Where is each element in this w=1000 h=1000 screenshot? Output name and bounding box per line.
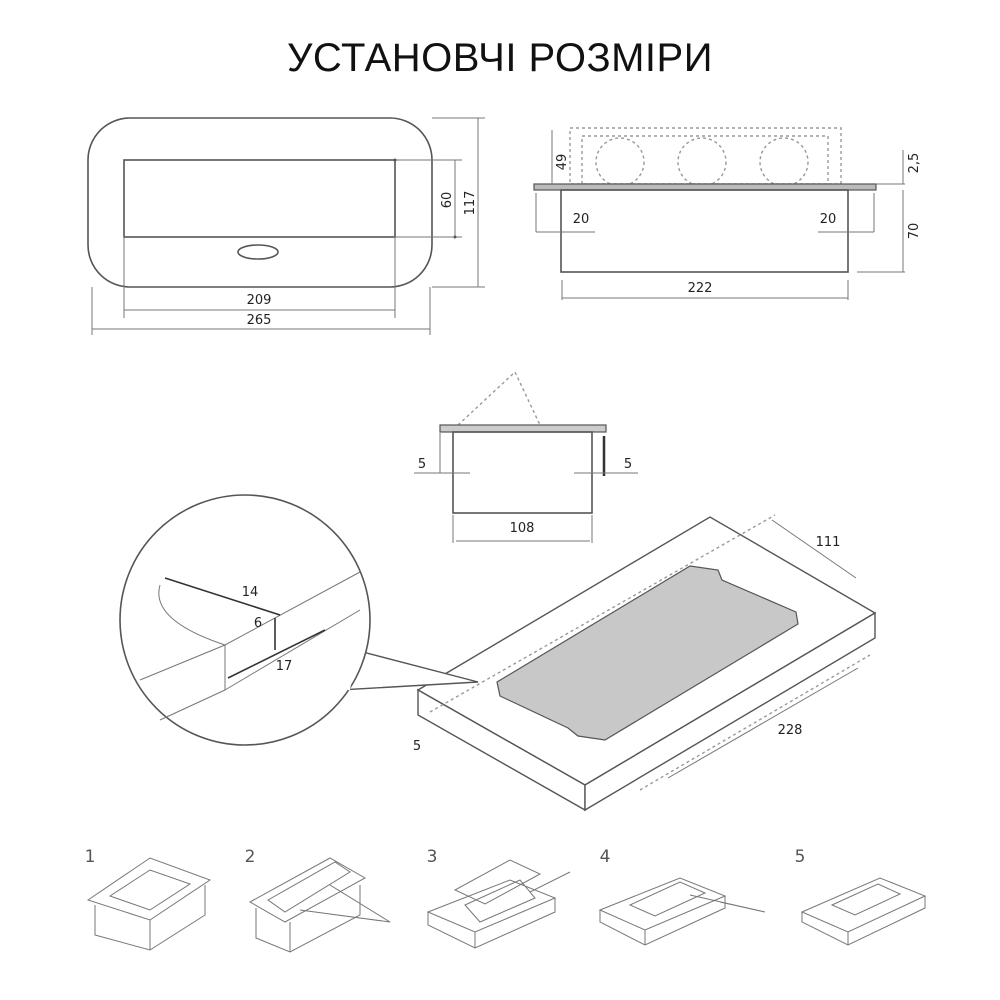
step-1-illustration [86, 857, 212, 951]
front-view: 60 117 209 265 [87, 117, 485, 335]
dim-edge-offset: 5 [413, 739, 421, 754]
dim-detail-length: 14 [242, 585, 259, 600]
step-3-illustration [426, 859, 571, 949]
step-5-illustration [800, 877, 927, 946]
lid-handle [237, 244, 279, 260]
section-view: 5 5 108 [414, 370, 638, 543]
dim-overhang-right: 20 [820, 212, 837, 227]
socket-outline [759, 137, 809, 187]
step-number: 2 [245, 847, 256, 867]
cover-outline [87, 117, 433, 288]
socket-outline [595, 137, 645, 187]
side-view: 49 2,5 70 20 20 222 [533, 127, 922, 300]
dim-plate-thickness: 2,5 [907, 153, 922, 174]
page-title: УСТАНОВЧІ РОЗМІРИ [287, 36, 713, 80]
dim-detail-thickness: 6 [254, 616, 262, 631]
dim-overhang-left: 20 [573, 212, 590, 227]
step-number: 1 [85, 847, 96, 867]
step-number: 4 [600, 847, 611, 867]
step-2-illustration [248, 857, 391, 953]
dim-total-height: 117 [463, 191, 478, 216]
dim-inner-height: 60 [440, 192, 455, 209]
dim-total-width: 265 [247, 313, 272, 328]
dim-gap-right: 5 [624, 457, 632, 472]
step-number: 5 [795, 847, 806, 867]
lid-window [123, 159, 396, 238]
cutout-view: 111 228 5 [413, 514, 877, 812]
step-number: 3 [427, 847, 438, 867]
box-body [560, 189, 849, 273]
cutout-area [496, 565, 799, 741]
socket-outline [677, 137, 727, 187]
dim-detail-depth: 17 [276, 659, 293, 674]
dim-cut-length: 228 [778, 723, 803, 738]
dim-cut-width: 111 [816, 535, 841, 550]
dim-box-width: 108 [510, 521, 535, 536]
detail-magnifier: 14 6 17 [119, 494, 479, 746]
dim-box-length: 222 [688, 281, 713, 296]
dim-gap-left: 5 [418, 457, 426, 472]
installation-steps: 1 2 3 4 5 [85, 847, 927, 953]
dim-socket-height: 49 [555, 154, 570, 171]
dim-inner-width: 209 [247, 293, 272, 308]
top-plate [533, 183, 877, 191]
dim-box-depth: 70 [907, 223, 922, 240]
step-4-illustration [598, 877, 766, 946]
